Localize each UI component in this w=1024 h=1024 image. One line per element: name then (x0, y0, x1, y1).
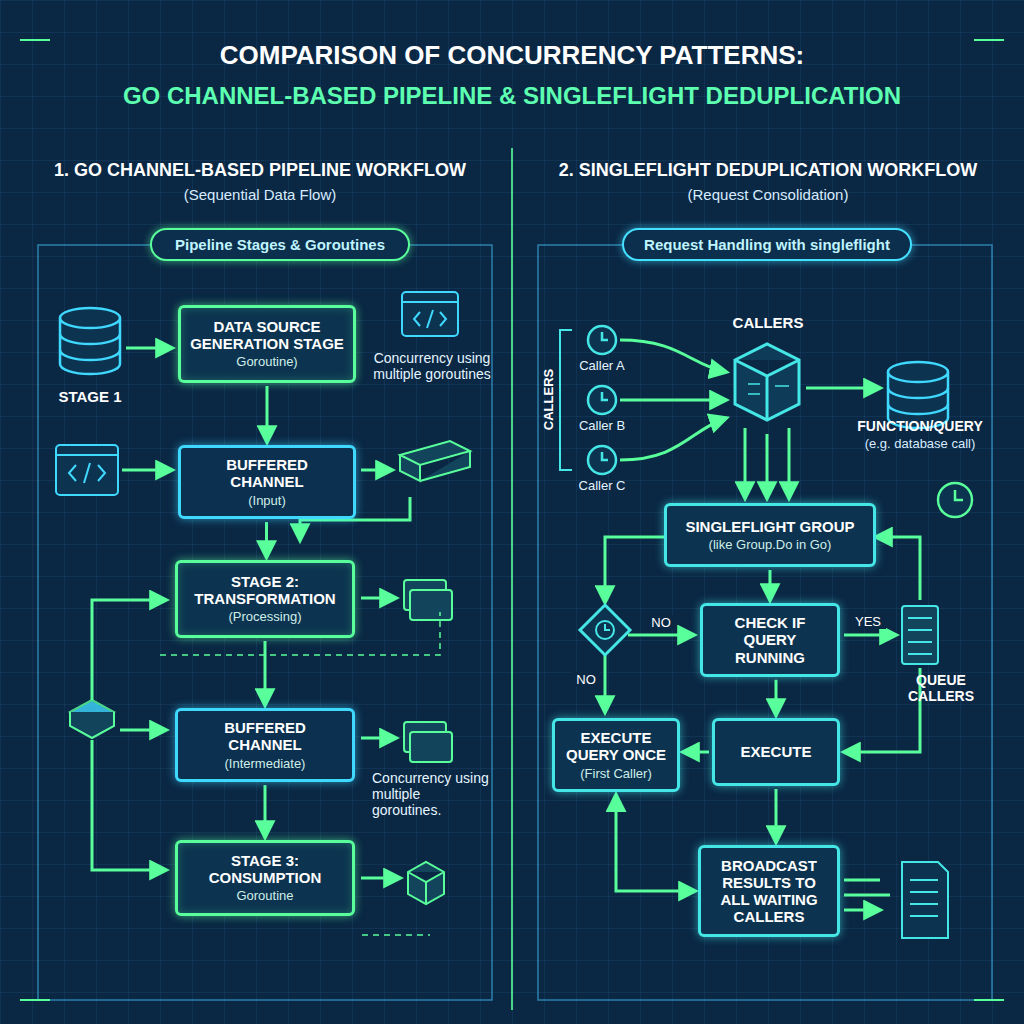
node-title: BUFFERED CHANNEL (186, 719, 344, 754)
node-subtitle: Goroutine) (236, 354, 297, 370)
node-title: SINGLEFLIGHT GROUP (685, 518, 854, 535)
process-box: STAGE 3: CONSUMPTIONGoroutine (175, 840, 355, 916)
channel-box: BUFFERED CHANNEL (Intermediate) (175, 708, 355, 782)
component-label: FUNCTION/QUERY (840, 418, 1000, 434)
process-box: EXECUTE QUERY ONCE (First Caller) (552, 718, 680, 792)
node-subtitle: (Intermediate) (225, 756, 306, 772)
node-title: CHECK IF QUERY RUNNING (711, 614, 829, 666)
section-subheading: (Sequential Data Flow) (10, 186, 510, 203)
node-title: BROADCAST RESULTS TO ALL WAITING CALLERS (709, 857, 829, 926)
decision-diamond (580, 605, 630, 655)
node-subtitle: (Input) (248, 493, 286, 509)
component-note: (e.g. database call) (840, 436, 1000, 451)
stack-icon (70, 441, 470, 904)
flow-arrow (775, 789, 778, 842)
node-title: EXECUTE QUERY ONCE (563, 729, 669, 764)
caller-label: Caller A (572, 358, 632, 373)
branch-label: NO (646, 615, 676, 630)
flow-arrow (266, 386, 269, 442)
section-heading: 1. GO CHANNEL-BASED PIPELINE WORKFLOW (10, 160, 510, 181)
caller-label: Caller B (572, 418, 632, 433)
flow-arrow (616, 795, 695, 891)
node-title: STAGE 3: CONSUMPTION (186, 852, 344, 887)
node-subtitle: Goroutine (236, 888, 293, 904)
branch-label: YES (850, 614, 886, 629)
flow-lines (92, 348, 440, 935)
node-title: DATA SOURCE GENERATION STAGE (189, 318, 345, 353)
callers-bracket (560, 330, 572, 470)
flow-arrow (264, 785, 267, 837)
cube-icon (735, 344, 799, 420)
section-band: Request Handling with singleflight (622, 228, 912, 261)
document-icon (902, 862, 948, 938)
flow-arrow (769, 570, 772, 600)
group-box: SINGLEFLIGHT GROUP (like Group.Do in Go) (664, 503, 876, 567)
node-title: BUFFERED CHANNEL (189, 456, 345, 491)
title: COMPARISON OF CONCURRENCY PATTERNS: (10, 40, 1014, 71)
note: Concurrency using multiple goroutines (372, 350, 492, 382)
stage-label: STAGE 1 (40, 388, 140, 405)
note: Concurrency using multiple goroutines. (372, 770, 490, 818)
node-subtitle: (like Group.Do in Go) (709, 537, 832, 553)
component-label: CALLERS (720, 314, 816, 331)
process-box: STAGE 2: TRANSFORMATION(Processing) (175, 560, 355, 638)
process-box: EXECUTE (712, 718, 840, 786)
channel-box: BUFFERED CHANNEL (Input) (178, 445, 356, 519)
node-subtitle: (First Caller) (580, 766, 652, 782)
caller-label: Caller C (572, 478, 632, 493)
flow-arrow (265, 522, 268, 557)
node-title: STAGE 2: TRANSFORMATION (186, 573, 344, 608)
panel-frames (20, 40, 1004, 1010)
component-label: QUEUE CALLERS (886, 672, 996, 704)
flow-arrow (264, 641, 267, 705)
flow-arrow (775, 680, 778, 715)
process-box: BROADCAST RESULTS TO ALL WAITING CALLERS (698, 845, 840, 937)
node-title: EXECUTE (741, 743, 812, 760)
section-heading: 2. SINGLEFLIGHT DEDUPLICATION WORKFLOW (518, 160, 1018, 181)
node-subtitle: (Processing) (229, 609, 302, 625)
node-title: Pipeline Stages & Goroutines (175, 236, 385, 253)
branch-label: NO (572, 672, 600, 687)
queue-icon (902, 606, 938, 664)
subtitle: GO CHANNEL-BASED PIPELINE & SINGLEFLIGHT… (10, 82, 1014, 110)
section-band: Pipeline Stages & Goroutines (150, 228, 410, 261)
process-box: DATA SOURCE GENERATION STAGEGoroutine) (178, 305, 356, 383)
group-label: CALLERS (541, 360, 556, 440)
node-title: Request Handling with singleflight (644, 236, 890, 253)
process-box: CHECK IF QUERY RUNNING (700, 603, 840, 677)
flow-arrow (683, 751, 709, 754)
section-subheading: (Request Consolidation) (518, 186, 1018, 203)
